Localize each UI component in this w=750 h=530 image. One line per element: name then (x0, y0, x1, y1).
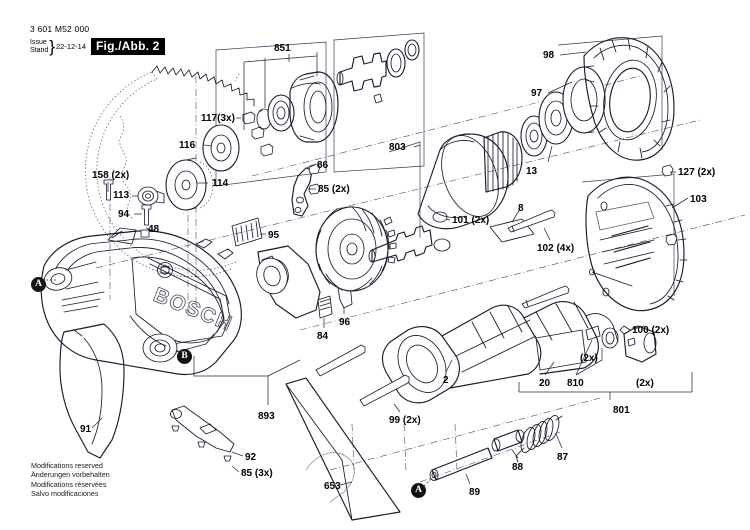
lever-86 (291, 163, 321, 217)
header-block: 3 601 M52 000 Issue Stand } 22-12-14 Fig… (30, 24, 290, 55)
screws-127-2x (661, 164, 678, 246)
callout-2x-a: (2x) (580, 353, 598, 364)
marker-a-bottom: A (411, 483, 426, 498)
callout-85b: 85 (3x) (241, 468, 273, 479)
footer-disclaimer: Modifications reserved Änderungen vorbeh… (31, 461, 110, 499)
callout-100: 100 (2x) (632, 325, 670, 336)
callout-810: 810 (567, 378, 584, 389)
callout-2x-b: (2x) (636, 378, 654, 389)
callout-2: 2 (443, 375, 449, 386)
stand-label: Stand (30, 46, 49, 54)
issue-row: Issue Stand } 22-12-14 Fig./Abb. 2 (30, 38, 290, 55)
issue-stand-labels: Issue Stand (30, 39, 48, 55)
seal-97 (562, 65, 606, 134)
callout-97: 97 (531, 88, 543, 99)
group-spindle-upper (336, 39, 420, 104)
callout-91: 91 (80, 424, 92, 435)
callout-117: 117(3x) (201, 113, 235, 124)
callout-8: 8 (518, 203, 524, 214)
callout-13: 13 (526, 166, 538, 177)
armature-rotor-803 (368, 115, 548, 263)
callout-114: 114 (212, 178, 229, 189)
marker-b-center: B (177, 349, 192, 364)
callout-653: 653 (324, 481, 341, 492)
bracket-92 (170, 405, 235, 462)
gear-housing-103 (585, 176, 688, 312)
disclaimer-en: Modifications reserved (31, 461, 103, 470)
callout-102: 102 (4x) (537, 243, 575, 254)
lever-plate-893 (256, 245, 321, 319)
callout-127: 127 (2x) (678, 167, 716, 178)
saw-blade (85, 65, 255, 277)
parts-101-8-102 (432, 209, 570, 309)
marker-a-left: A (31, 277, 46, 292)
group-851-gear-housing (256, 71, 339, 143)
disclaimer-fr: Modifications réservées (31, 479, 107, 489)
callout-116: 116 (179, 140, 196, 151)
callout-84: 84 (317, 331, 329, 342)
guide-plate-653 (285, 377, 401, 521)
bolts-117-3x (242, 111, 274, 157)
disclaimer-es: Salvo modificaciones (31, 489, 99, 499)
brush-grid-95 (231, 217, 263, 247)
lower-guard-91 (59, 323, 125, 459)
callout-801: 801 (613, 405, 630, 416)
callout-101: 101 (2x) (452, 215, 490, 226)
callout-96: 96 (339, 317, 351, 328)
assembly-axis-lines (95, 75, 746, 483)
issue-brace: } (49, 36, 55, 56)
issue-date: 22-12-14 (55, 42, 87, 51)
disclaimer-de: Änderungen vorbehalten (31, 470, 110, 480)
document-number: 3 601 M52 000 (30, 24, 90, 34)
callout-85a: 85 (2x) (318, 184, 350, 195)
callout-98: 98 (543, 50, 555, 61)
fasteners-left-column (103, 179, 165, 238)
callout-158: 158 (2x) (92, 170, 130, 181)
callout-48: 48 (148, 224, 160, 235)
callout-20: 20 (539, 378, 551, 389)
callout-851: 851 (274, 43, 291, 54)
callout-803: 803 (389, 142, 406, 153)
callout-99: 99 (2x) (389, 415, 421, 426)
parts-bottom-right (519, 325, 692, 400)
bosch-wordmark: BOSCH (150, 283, 236, 336)
spring-87 (515, 415, 563, 463)
callout-103: 103 (690, 194, 707, 205)
callout-94: 94 (118, 209, 130, 220)
issue-label: Issue (30, 38, 47, 46)
leader-lines (46, 51, 693, 487)
callout-86: 86 (317, 160, 329, 171)
callout-88: 88 (512, 462, 524, 473)
callout-893: 893 (258, 411, 275, 422)
callout-95: 95 (268, 230, 280, 241)
flange-washers (165, 124, 240, 211)
screws-85-3x (171, 425, 232, 462)
callout-92: 92 (245, 452, 257, 463)
motor-housing-98 (583, 37, 675, 161)
motor-field-housing (315, 301, 619, 407)
bevel-gear (315, 206, 397, 292)
callout-87: 87 (557, 452, 569, 463)
blade-guard-housing (40, 227, 242, 376)
callout-113: 113 (113, 190, 130, 201)
parts-87-88-89 (429, 415, 563, 481)
callout-89: 89 (469, 487, 481, 498)
figure-badge: Fig./Abb. 2 (91, 38, 165, 55)
